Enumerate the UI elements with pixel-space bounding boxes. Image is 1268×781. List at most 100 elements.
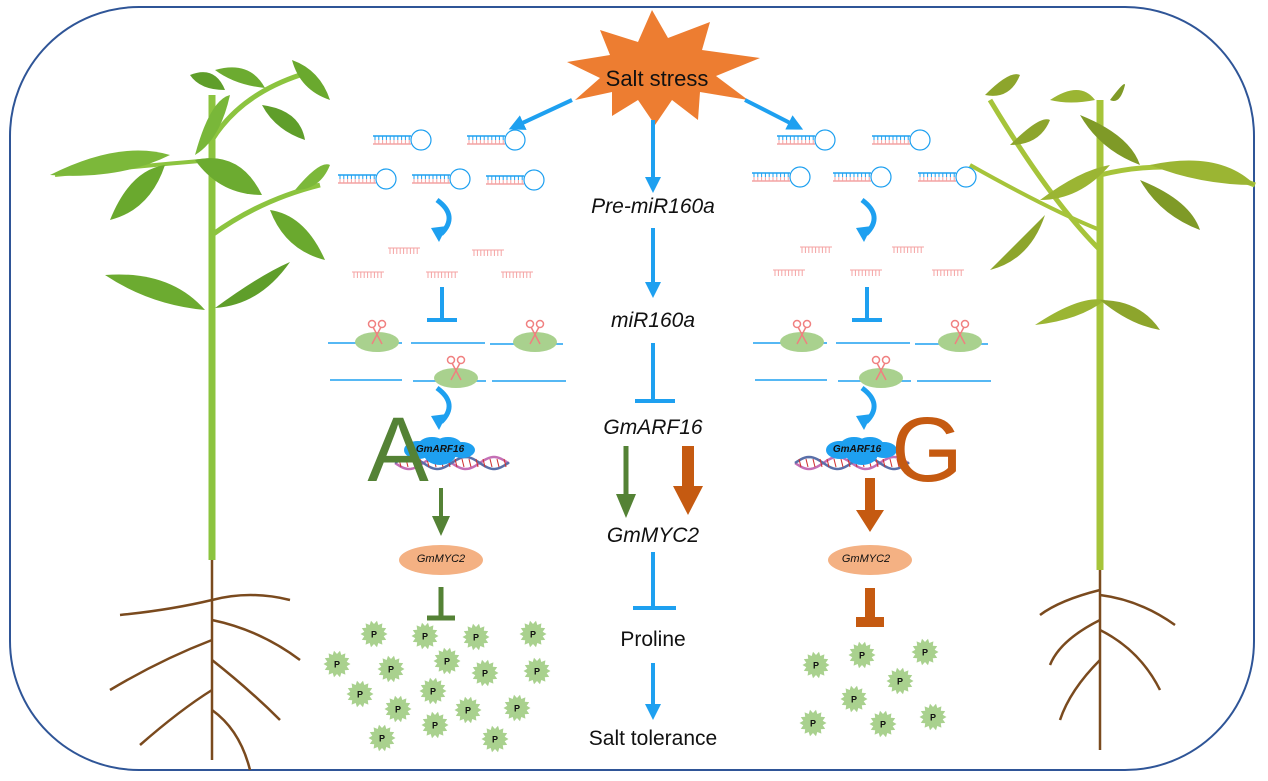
- scissors-icon: [792, 319, 802, 329]
- central-pathway-connectors: [508, 98, 804, 720]
- leaf: [110, 165, 165, 220]
- proline-molecule: P: [377, 655, 405, 683]
- proline-label: P: [379, 734, 385, 744]
- proline-label: P: [371, 630, 377, 640]
- pre-mirna-hairpin: [373, 129, 432, 151]
- mature-mirna: [388, 247, 420, 254]
- proline-molecule: P: [421, 711, 449, 739]
- gmmyc2-protein: [828, 545, 912, 575]
- leaf: [1150, 160, 1255, 185]
- proline-molecule: P: [519, 620, 547, 648]
- scissors-icon: [525, 319, 535, 329]
- leaf: [105, 274, 205, 310]
- proline-label: P: [897, 677, 903, 687]
- proline-label: P: [813, 661, 819, 671]
- proline-molecule: P: [411, 622, 439, 650]
- scissors-icon: [950, 319, 960, 329]
- proline-label: P: [810, 719, 816, 729]
- mature-mirna: [426, 271, 458, 278]
- proline-label: P: [430, 687, 436, 697]
- mature-mirna: [800, 246, 832, 253]
- proline-molecule: P: [481, 725, 509, 753]
- proline-label: P: [334, 660, 340, 670]
- node-mir160a: miR160a: [610, 309, 696, 332]
- leaf: [1035, 299, 1105, 325]
- gmarf16-protein-cloud: [826, 437, 897, 465]
- node-pre-mir160a: Pre-miR160a: [591, 195, 715, 218]
- mature-mirna: [773, 269, 805, 276]
- proline-label: P: [482, 669, 488, 679]
- proline-molecule: P: [911, 638, 939, 666]
- proline-molecule: P: [840, 685, 868, 713]
- proline-molecule: P: [454, 696, 482, 724]
- leaf: [1080, 115, 1140, 165]
- leaf: [195, 158, 262, 195]
- pre-mirna-hairpin: [872, 129, 931, 151]
- proline-label: P: [534, 667, 540, 677]
- pre-mirna-hairpin: [918, 166, 977, 188]
- proline-label: P: [492, 735, 498, 745]
- right-plant-illustration: [969, 74, 1256, 750]
- pre-mirna-hairpin: [338, 168, 397, 190]
- proline-molecule: P: [433, 647, 461, 675]
- curved-arrowhead: [431, 226, 447, 242]
- pre-mirna-hairpin: [412, 168, 471, 190]
- scissors-icon: [446, 355, 456, 365]
- node-salt-tolerance: Salt tolerance: [588, 727, 718, 750]
- risc-cleavage-complex: [938, 319, 982, 352]
- leaf: [1050, 90, 1095, 103]
- leaf: [985, 74, 1020, 96]
- scissors-icon: [367, 319, 377, 329]
- arrow-salt-to-left: [508, 98, 573, 130]
- node-gmmyc2: GmMYC2: [606, 524, 700, 547]
- leaf: [1140, 180, 1200, 230]
- proline-molecule: P: [869, 710, 897, 738]
- proline-label: P: [444, 657, 450, 667]
- curved-arrowhead: [856, 414, 872, 430]
- mature-mirna: [850, 269, 882, 276]
- leaf: [295, 164, 330, 190]
- right-target-label: GmMYC2: [841, 553, 891, 565]
- proline-molecule: P: [360, 620, 388, 648]
- proline-molecule: P: [419, 677, 447, 705]
- leaf: [215, 262, 290, 308]
- proline-label: P: [388, 665, 394, 675]
- arrow-salt-to-right: [744, 98, 804, 130]
- leaf: [215, 67, 265, 88]
- risc-cleavage-complex: [513, 319, 557, 352]
- node-gmarf16: GmARF16: [603, 416, 703, 439]
- pre-mirna-hairpin: [777, 129, 836, 151]
- proline-molecule: P: [886, 667, 914, 695]
- leaf: [1040, 165, 1110, 200]
- left-tf-label: GmARF16: [415, 444, 465, 455]
- proline-molecule: P: [368, 724, 396, 752]
- proline-molecule: P: [848, 641, 876, 669]
- mature-mirna: [501, 271, 533, 278]
- allele-g-letter: G: [891, 399, 963, 501]
- left-target-label: GmMYC2: [416, 553, 466, 565]
- scissors-icon: [871, 355, 881, 365]
- salt-stress-label: Salt stress: [605, 66, 709, 91]
- salt-stress-burst-shape: [567, 10, 760, 125]
- proline-molecule: P: [462, 623, 490, 651]
- left-plant-illustration: [50, 60, 330, 771]
- proline-molecule: P: [802, 651, 830, 679]
- rounded-frame: [9, 6, 1255, 771]
- left-roots: [109, 560, 301, 771]
- risc-cleavage-complex: [434, 355, 478, 388]
- proline-molecule: P: [503, 694, 531, 722]
- leaf: [50, 150, 170, 176]
- proline-molecule: P: [523, 657, 551, 685]
- proline-molecule: P: [799, 709, 827, 737]
- proline-label: P: [930, 713, 936, 723]
- leaf: [270, 210, 325, 260]
- curved-arrowhead: [856, 226, 872, 242]
- leaf: [990, 215, 1045, 270]
- right-roots: [1039, 570, 1176, 750]
- proline-label: P: [422, 632, 428, 642]
- proline-label: P: [465, 706, 471, 716]
- risc-cleavage-complex: [780, 319, 824, 352]
- risc-cleavage-complex: [355, 319, 399, 352]
